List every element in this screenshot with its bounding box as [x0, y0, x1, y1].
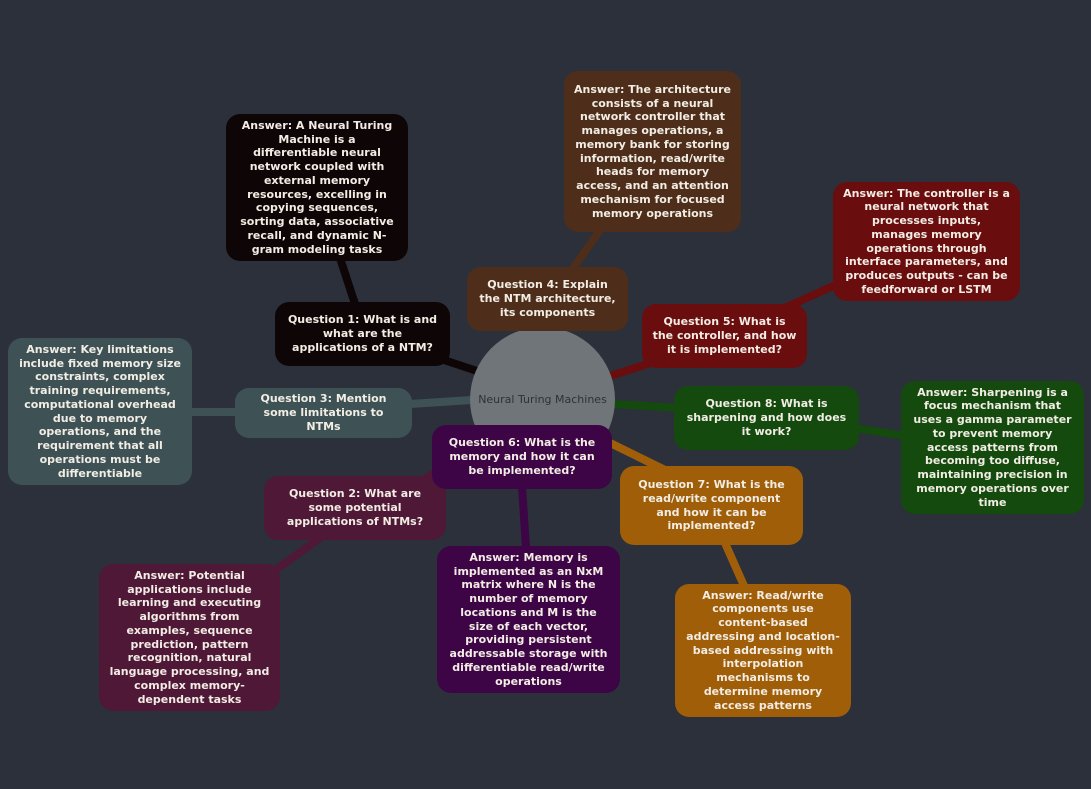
question-node-1-text: Question 1: What is and what are the app…	[287, 313, 438, 354]
answer-node-4-text: Answer: The architecture consists of a n…	[574, 82, 731, 220]
question-node-2-text: Question 2: What are some potential appl…	[286, 487, 424, 528]
question-node-3[interactable]: Question 3: Mention some limitations to …	[235, 388, 412, 438]
edge-center-q8	[610, 400, 684, 412]
answer-node-5-text: Answer: The controller is a neural netwo…	[843, 186, 1010, 296]
answer-node-7-text: Answer: Read/write components use conten…	[686, 588, 840, 712]
question-node-1[interactable]: Question 1: What is and what are the app…	[275, 302, 450, 366]
center-node-label: Neural Turing Machines	[478, 393, 607, 406]
answer-node-1-text: Answer: A Neural Turing Machine is a dif…	[240, 118, 394, 256]
answer-node-3[interactable]: Answer: Key limitations include fixed me…	[8, 338, 192, 485]
answer-node-5[interactable]: Answer: The controller is a neural netwo…	[833, 182, 1020, 301]
edge-q6-a6	[518, 482, 530, 552]
edge-q2-a2	[266, 534, 324, 578]
answer-node-6[interactable]: Answer: Memory is implemented as an NxM …	[437, 546, 620, 693]
edge-q4-a4	[568, 226, 604, 274]
question-node-2[interactable]: Question 2: What are some potential appl…	[264, 476, 446, 540]
question-node-4-text: Question 4: Explain the NTM architecture…	[479, 278, 616, 319]
edge-q8-a8	[851, 424, 909, 440]
answer-node-4[interactable]: Answer: The architecture consists of a n…	[564, 71, 741, 232]
question-node-8[interactable]: Question 8: What is sharpening and how d…	[674, 386, 859, 450]
question-node-5-text: Question 5: What is the controller, and …	[652, 315, 797, 356]
question-node-6[interactable]: Question 6: What is the memory and how i…	[432, 425, 612, 489]
question-node-3-text: Question 3: Mention some limitations to …	[260, 392, 387, 433]
answer-node-8-text: Answer: Sharpening is a focus mechanism …	[913, 385, 1072, 509]
answer-node-8[interactable]: Answer: Sharpening is a focus mechanism …	[901, 381, 1084, 514]
question-node-5[interactable]: Question 5: What is the controller, and …	[642, 304, 807, 368]
question-node-4[interactable]: Question 4: Explain the NTM architecture…	[467, 267, 628, 331]
answer-node-2[interactable]: Answer: Potential applications include l…	[99, 564, 280, 711]
answer-node-7[interactable]: Answer: Read/write components use conten…	[675, 584, 851, 717]
question-node-7[interactable]: Question 7: What is the read/write compo…	[620, 466, 803, 545]
question-node-6-text: Question 6: What is the memory and how i…	[448, 436, 596, 477]
answer-node-3-text: Answer: Key limitations include fixed me…	[19, 342, 181, 480]
question-node-8-text: Question 8: What is sharpening and how d…	[686, 397, 847, 438]
answer-node-1[interactable]: Answer: A Neural Turing Machine is a dif…	[226, 114, 408, 261]
answer-node-6-text: Answer: Memory is implemented as an NxM …	[449, 550, 608, 688]
edge-q1-a1	[336, 254, 359, 308]
edge-q7-a7	[721, 539, 749, 592]
edge-center-q3	[406, 396, 476, 408]
question-node-7-text: Question 7: What is the read/write compo…	[638, 478, 785, 533]
answer-node-2-text: Answer: Potential applications include l…	[109, 568, 270, 706]
